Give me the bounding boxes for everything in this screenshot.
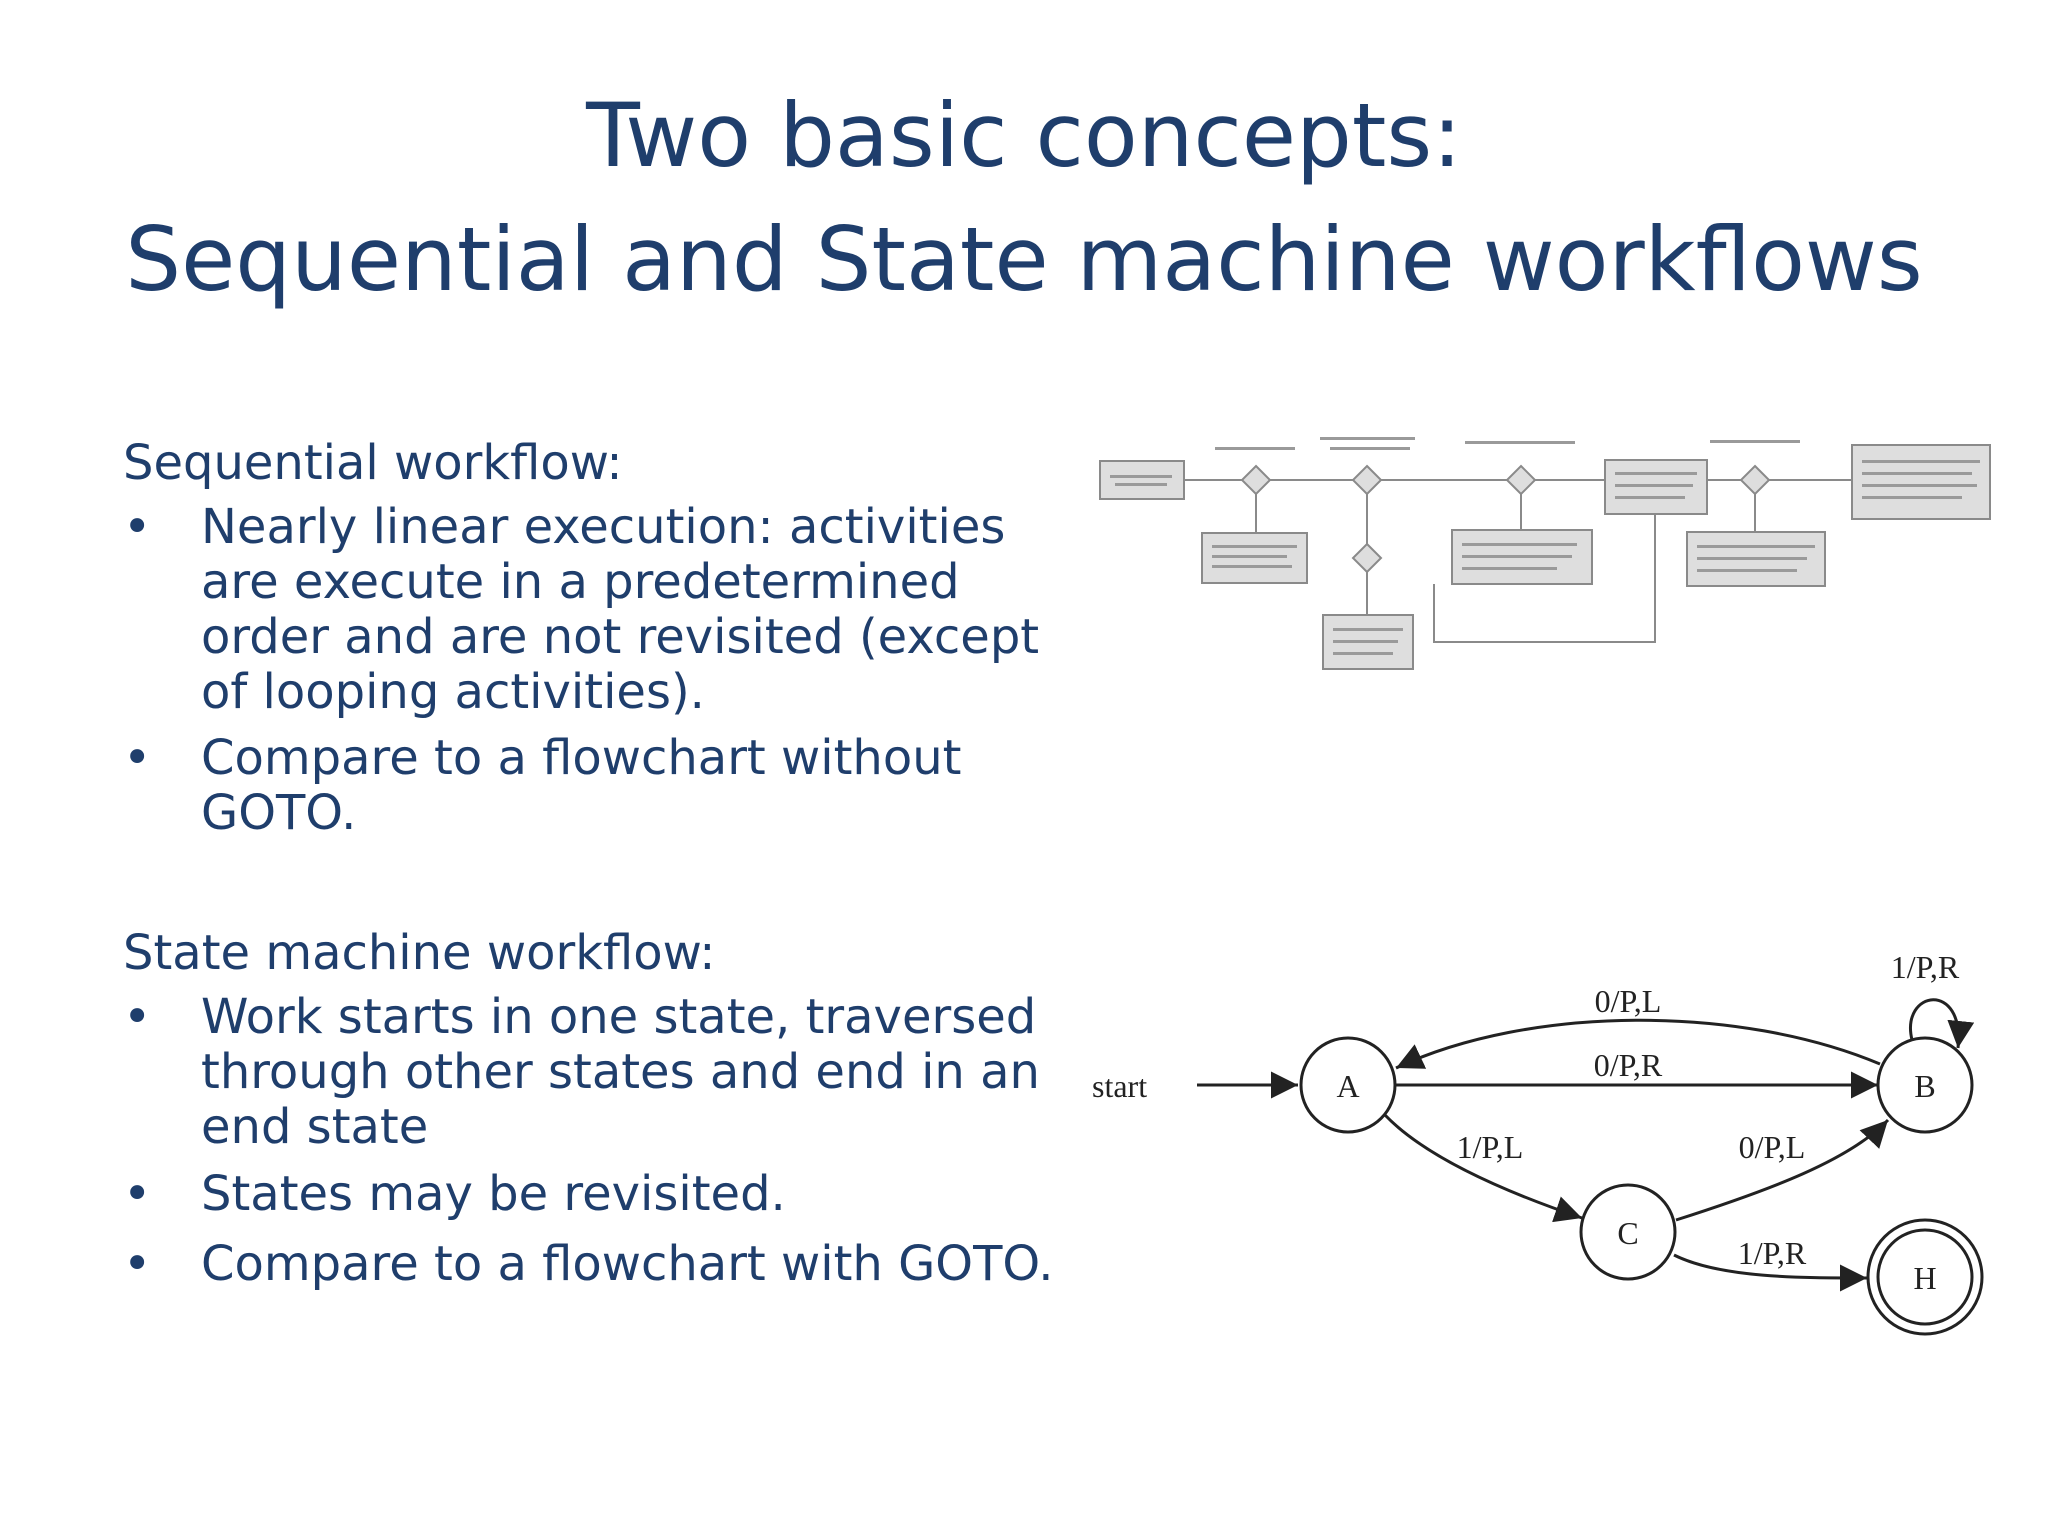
transition-c-b bbox=[1675, 1118, 1890, 1222]
state-a-circle bbox=[1299, 1036, 1397, 1134]
bullet-dot: • bbox=[123, 730, 152, 786]
state-c-label: C bbox=[1617, 1215, 1638, 1251]
slide-title-line-2: Sequential and State machine workflows bbox=[125, 208, 1923, 311]
start-label: start bbox=[1092, 1068, 1147, 1104]
transition-b-a bbox=[1395, 1018, 1881, 1070]
state-b-label: B bbox=[1914, 1068, 1935, 1104]
bullet-text: Compare to a flowchart with GOTO. bbox=[201, 1236, 1054, 1292]
transition-label-a-b: 0/P,R bbox=[1594, 1047, 1663, 1083]
state-c-circle bbox=[1579, 1183, 1677, 1281]
state-h-circle bbox=[1876, 1228, 1974, 1326]
bullet-text: Nearly linear execution: activities are … bbox=[201, 499, 1040, 720]
sequential-heading: Sequential workflow: bbox=[123, 435, 623, 491]
bullet-dot: • bbox=[123, 1166, 152, 1222]
state-h-label: H bbox=[1913, 1260, 1936, 1296]
bullet-dot: • bbox=[123, 989, 152, 1045]
state-machine-heading: State machine workflow: bbox=[123, 925, 716, 981]
transition-c-h bbox=[1673, 1253, 1868, 1292]
slide-title-line-1: Two basic concepts: bbox=[586, 84, 1462, 187]
transition-label-b-a: 0/P,L bbox=[1595, 983, 1662, 1019]
bullet-text: Work starts in one state, traversed thro… bbox=[201, 989, 1040, 1155]
transition-label-a-c: 1/P,L bbox=[1457, 1129, 1524, 1165]
bullet-text: States may be revisited. bbox=[201, 1166, 786, 1222]
transition-label-c-h: 1/P,R bbox=[1738, 1235, 1807, 1271]
transition-b-b bbox=[1909, 998, 1975, 1049]
bullet-dot: • bbox=[123, 1236, 152, 1292]
bullet-dot: • bbox=[123, 499, 152, 555]
transition-label-c-b: 0/P,L bbox=[1739, 1129, 1806, 1165]
transition-a-c bbox=[1383, 1113, 1583, 1223]
state-a-label: A bbox=[1336, 1068, 1359, 1104]
transition-label-b-b: 1/P,R bbox=[1891, 949, 1960, 985]
state-b-circle bbox=[1876, 1036, 1974, 1134]
bullet-text: Compare to a flowchart without GOTO. bbox=[201, 730, 962, 841]
